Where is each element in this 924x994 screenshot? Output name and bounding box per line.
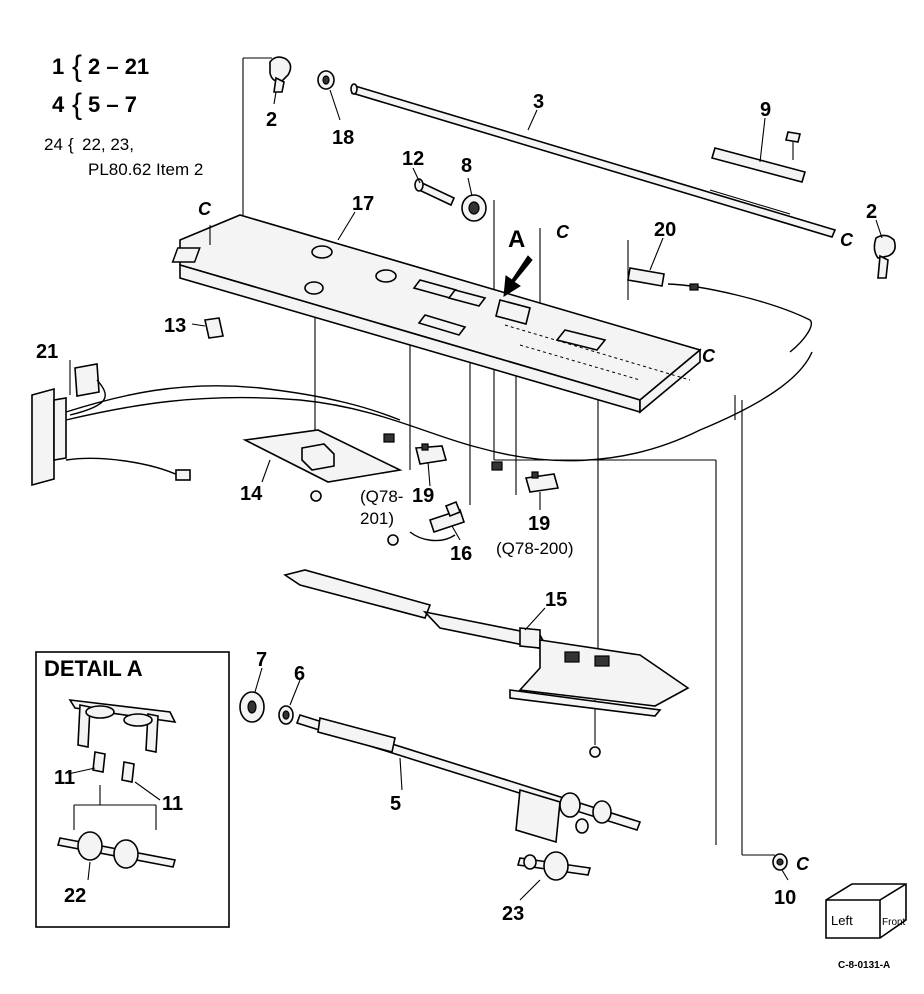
callout-3: 3 <box>533 91 544 113</box>
part-19b-sensor <box>524 471 560 493</box>
orientation-left-label: Left <box>831 913 853 928</box>
legend-2-brace: { <box>72 88 82 121</box>
callout-22: 22 <box>64 885 86 907</box>
callout-8: 8 <box>461 155 472 177</box>
callout-6: 6 <box>294 663 305 685</box>
part-20-sensor <box>627 267 812 353</box>
orientation-box: Left Front <box>825 883 907 939</box>
callout-19-a-code-2: 201) <box>360 509 394 528</box>
legend-3-cont: PL80.62 Item 2 <box>88 160 203 179</box>
part-21-harness <box>31 351 813 487</box>
part-5-shaft <box>295 714 642 844</box>
callout-11-right: 11 <box>162 793 183 815</box>
part-8-gear <box>461 194 487 222</box>
callout-5: 5 <box>390 793 401 815</box>
callout-20: 20 <box>654 219 676 241</box>
callout-17: 17 <box>352 193 374 215</box>
leader-lines <box>69 89 883 901</box>
orientation-front-label: Front <box>882 917 906 928</box>
callout-19-a: 19 <box>412 485 434 507</box>
callout-7: 7 <box>256 649 267 671</box>
clip-marks: C C C C C <box>198 199 854 874</box>
callout-11-left: 11 <box>54 767 75 789</box>
detail-a-box: DETAIL A <box>35 651 230 928</box>
detail-a-title: DETAIL A <box>44 656 143 681</box>
part-7-gear <box>239 691 265 723</box>
legend-1-num: 1 <box>52 54 64 79</box>
legend-2-range: 5 – 7 <box>88 92 137 117</box>
part-3-shaft <box>350 83 837 238</box>
clip-mark: C <box>796 854 810 874</box>
part-2-clip-right <box>873 234 896 279</box>
clip-mark: C <box>702 346 716 366</box>
callouts: 2 18 3 9 2 12 8 17 A 20 13 21 14 19 (Q78… <box>36 91 877 925</box>
callout-15: 15 <box>545 589 567 611</box>
callout-21: 21 <box>36 341 58 363</box>
part-15-guide <box>283 569 690 758</box>
callout-12: 12 <box>402 148 424 170</box>
callout-14: 14 <box>240 483 263 505</box>
callout-16: 16 <box>450 543 472 565</box>
part-13-bracket <box>204 317 224 339</box>
callout-23: 23 <box>502 903 524 925</box>
callout-19-b: 19 <box>528 513 550 535</box>
callout-19-b-code: (Q78-200) <box>496 539 573 558</box>
clip-mark: C <box>198 199 212 219</box>
callout-2-right: 2 <box>866 201 877 223</box>
part-9-bracket <box>710 131 807 183</box>
callout-2-left: 2 <box>266 109 277 131</box>
legend-3-brace: { <box>68 135 74 154</box>
callout-10: 10 <box>774 887 796 909</box>
part-12-pin <box>414 178 456 207</box>
part-6-bushing <box>278 705 294 725</box>
callout-18: 18 <box>332 127 354 149</box>
callout-9: 9 <box>760 99 771 121</box>
detail-a-arrow <box>503 255 533 297</box>
part-19a-sensor <box>414 443 448 465</box>
legend-1-brace: { <box>72 50 82 83</box>
part-18-bushing <box>317 70 335 90</box>
legend-3-num: 24 <box>44 135 63 154</box>
legend: 1 { 2 – 21 4 { 5 – 7 24 { 22, 23, PL80.6… <box>44 50 203 179</box>
part-2-clip-left <box>269 56 292 93</box>
callout-19-a-code-1: (Q78- <box>360 487 403 506</box>
clip-mark: C <box>840 230 854 250</box>
part-17-frame <box>171 214 702 414</box>
part-14-board <box>242 429 403 502</box>
part-16-actuator <box>387 500 466 546</box>
callout-13: 13 <box>164 315 186 337</box>
legend-3-range: 22, 23, <box>82 135 134 154</box>
legend-2-num: 4 <box>52 92 65 117</box>
legend-1-range: 2 – 21 <box>88 54 149 79</box>
figure-id: C-8-0131-A <box>838 960 890 971</box>
part-10-bushing <box>772 853 788 871</box>
part-23-roller <box>516 851 592 881</box>
clip-mark: C <box>556 222 570 242</box>
callout-A: A <box>508 226 525 253</box>
